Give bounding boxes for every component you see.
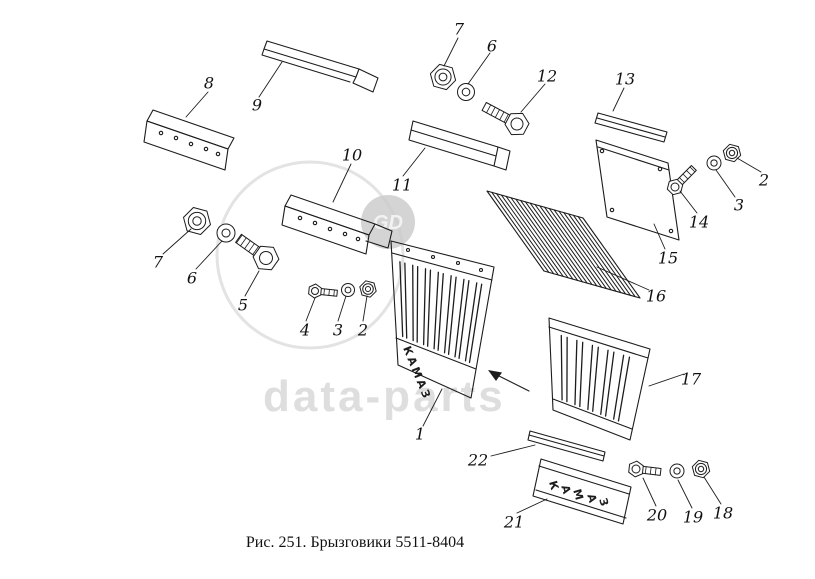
part-label-8: 8	[203, 73, 215, 93]
part-16-hatched-panel	[486, 190, 641, 299]
figure-caption: Рис. 251. Брызговики 5511-8404	[245, 534, 465, 551]
part-label-5: 5	[237, 295, 249, 315]
part-label-1: 1	[414, 424, 426, 444]
part-label-12: 12	[536, 66, 558, 86]
part-label-9: 9	[251, 95, 263, 115]
part-13-strip	[594, 112, 668, 143]
part-label-3: 3	[332, 320, 344, 340]
part-21-brand-strip	[532, 458, 632, 525]
part-label-22: 22	[467, 450, 489, 470]
part-label-2: 2	[758, 170, 770, 190]
part-22-strip	[527, 430, 606, 462]
part-label-13: 13	[614, 69, 636, 89]
watermark-logo-text: GD	[373, 212, 403, 234]
part-label-16: 16	[645, 286, 667, 306]
part-label-6: 6	[486, 36, 498, 56]
part-label-14: 14	[688, 212, 710, 232]
part-label-20: 20	[646, 505, 668, 525]
part-11-channel	[408, 120, 511, 171]
watermark-text: data-parts	[263, 372, 506, 421]
part-label-2: 2	[357, 320, 369, 340]
part-10-bracket	[281, 194, 393, 255]
part-label-4: 4	[299, 320, 311, 340]
part-label-7: 7	[152, 252, 164, 272]
part-9-angle-strip	[261, 40, 379, 93]
part-label-17: 17	[680, 369, 702, 389]
part-label-10: 10	[341, 145, 363, 165]
part-label-7: 7	[453, 19, 465, 39]
part-label-21: 21	[503, 512, 525, 532]
part-1-mudflap	[390, 240, 495, 399]
part-label-15: 15	[657, 248, 679, 268]
part-label-11: 11	[391, 175, 413, 195]
part-label-6: 6	[186, 268, 198, 288]
part-label-19: 19	[682, 507, 704, 527]
part-15-plate	[595, 139, 680, 241]
part-1-brand-text: КАМАЗ	[400, 344, 434, 402]
watermark-emblem: GD	[215, 160, 415, 350]
part-8-bracket	[143, 109, 235, 171]
part-label-3: 3	[733, 195, 745, 215]
part-label-18: 18	[712, 503, 734, 523]
direction-arrow	[488, 370, 530, 392]
part-17-mudflap-panel	[548, 317, 651, 441]
leader-lines	[162, 37, 762, 514]
